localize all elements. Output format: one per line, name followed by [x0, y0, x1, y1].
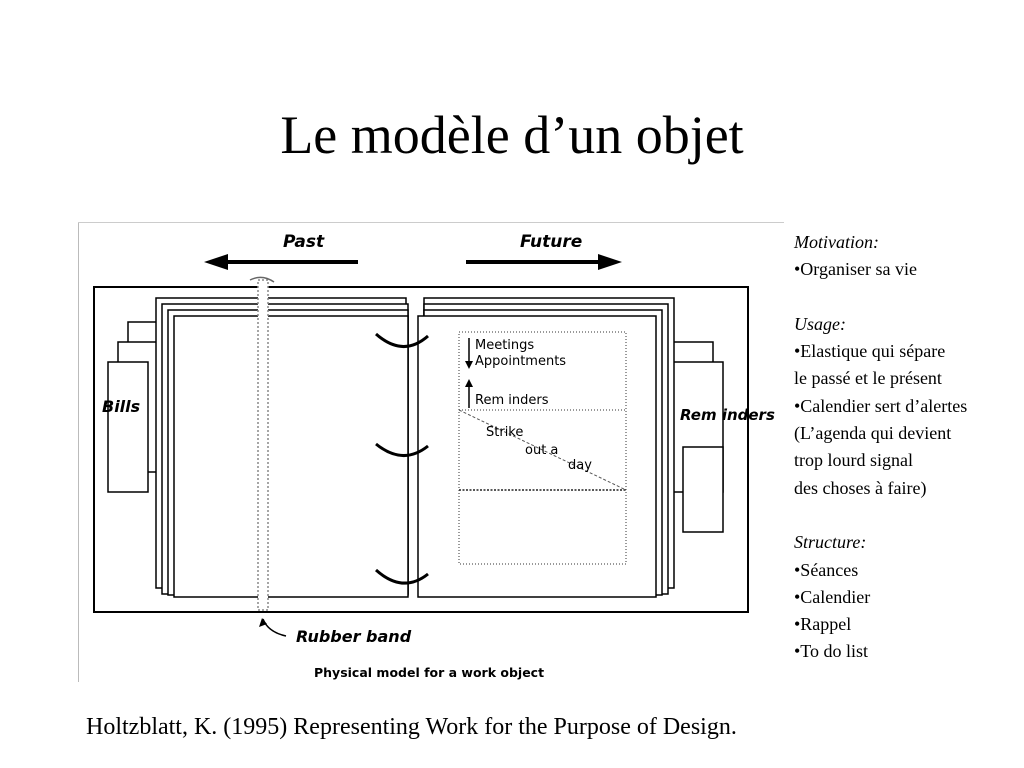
- calendar-grid: [458, 331, 627, 565]
- usage-line: trop lourd signal: [794, 450, 913, 471]
- structure-heading: Structure:: [794, 532, 867, 553]
- motivation-heading: Motivation:: [794, 232, 879, 252]
- structure-item: •Rappel: [794, 614, 852, 635]
- out-a-label: out a: [525, 443, 558, 458]
- day-label: day: [568, 458, 592, 473]
- structure-item: •Séances: [794, 559, 859, 580]
- left-page-stack: [155, 297, 409, 598]
- future-arrow: [466, 254, 622, 270]
- rubber-band-pointer-head: [259, 618, 267, 627]
- meetings-label: Meetings: [475, 338, 534, 353]
- usage-line: (L’agenda qui devient: [794, 423, 952, 444]
- citation: Holtzblatt, K. (1995) Representing Work …: [86, 714, 737, 740]
- right-page-stack: [417, 297, 675, 598]
- strike-line: [458, 409, 627, 491]
- rubber-band: [257, 279, 269, 611]
- usage-line: le passé et le présent: [794, 368, 942, 389]
- figure-svg: Past Future Bills Rem inders: [78, 222, 784, 682]
- bills-label: Bills: [102, 397, 140, 416]
- usage-line: des choses à faire): [794, 477, 927, 498]
- usage-line: •Calendier sert d’alertes: [794, 395, 968, 416]
- structure-item: •Calendier: [794, 586, 871, 607]
- rubber-band-label: Rubber band: [296, 627, 412, 646]
- side-notes: Motivation: •Organiser sa vie Usage: •El…: [794, 229, 1019, 666]
- figure-caption: Physical model for a work object: [314, 665, 544, 680]
- reminders-arrow: [465, 379, 473, 408]
- physical-model-figure: Past Future Bills Rem inders: [78, 222, 784, 684]
- usage-heading: Usage:: [794, 313, 846, 334]
- motivation-item: •Organiser sa vie: [794, 259, 917, 280]
- structure-item: •To do list: [794, 641, 869, 662]
- past-arrow: [204, 254, 358, 270]
- spacer: [794, 284, 1019, 311]
- slide-title: Le modèle d’un objet: [280, 105, 744, 165]
- reminders-tab-label: Rem inders: [680, 406, 775, 424]
- reminders-label: Rem inders: [475, 393, 549, 408]
- appointments-label: Appointments: [475, 354, 566, 369]
- usage-line: •Elastique qui sépare: [794, 341, 946, 362]
- future-label: Future: [520, 232, 582, 252]
- rubber-band-top: [249, 276, 275, 283]
- past-label: Past: [283, 232, 325, 252]
- binder-rings: [375, 332, 429, 585]
- strike-label: Strike: [486, 425, 523, 440]
- spacer: [794, 502, 1019, 529]
- meetings-arrow: [465, 338, 473, 369]
- rubber-band-pointer: [262, 618, 287, 637]
